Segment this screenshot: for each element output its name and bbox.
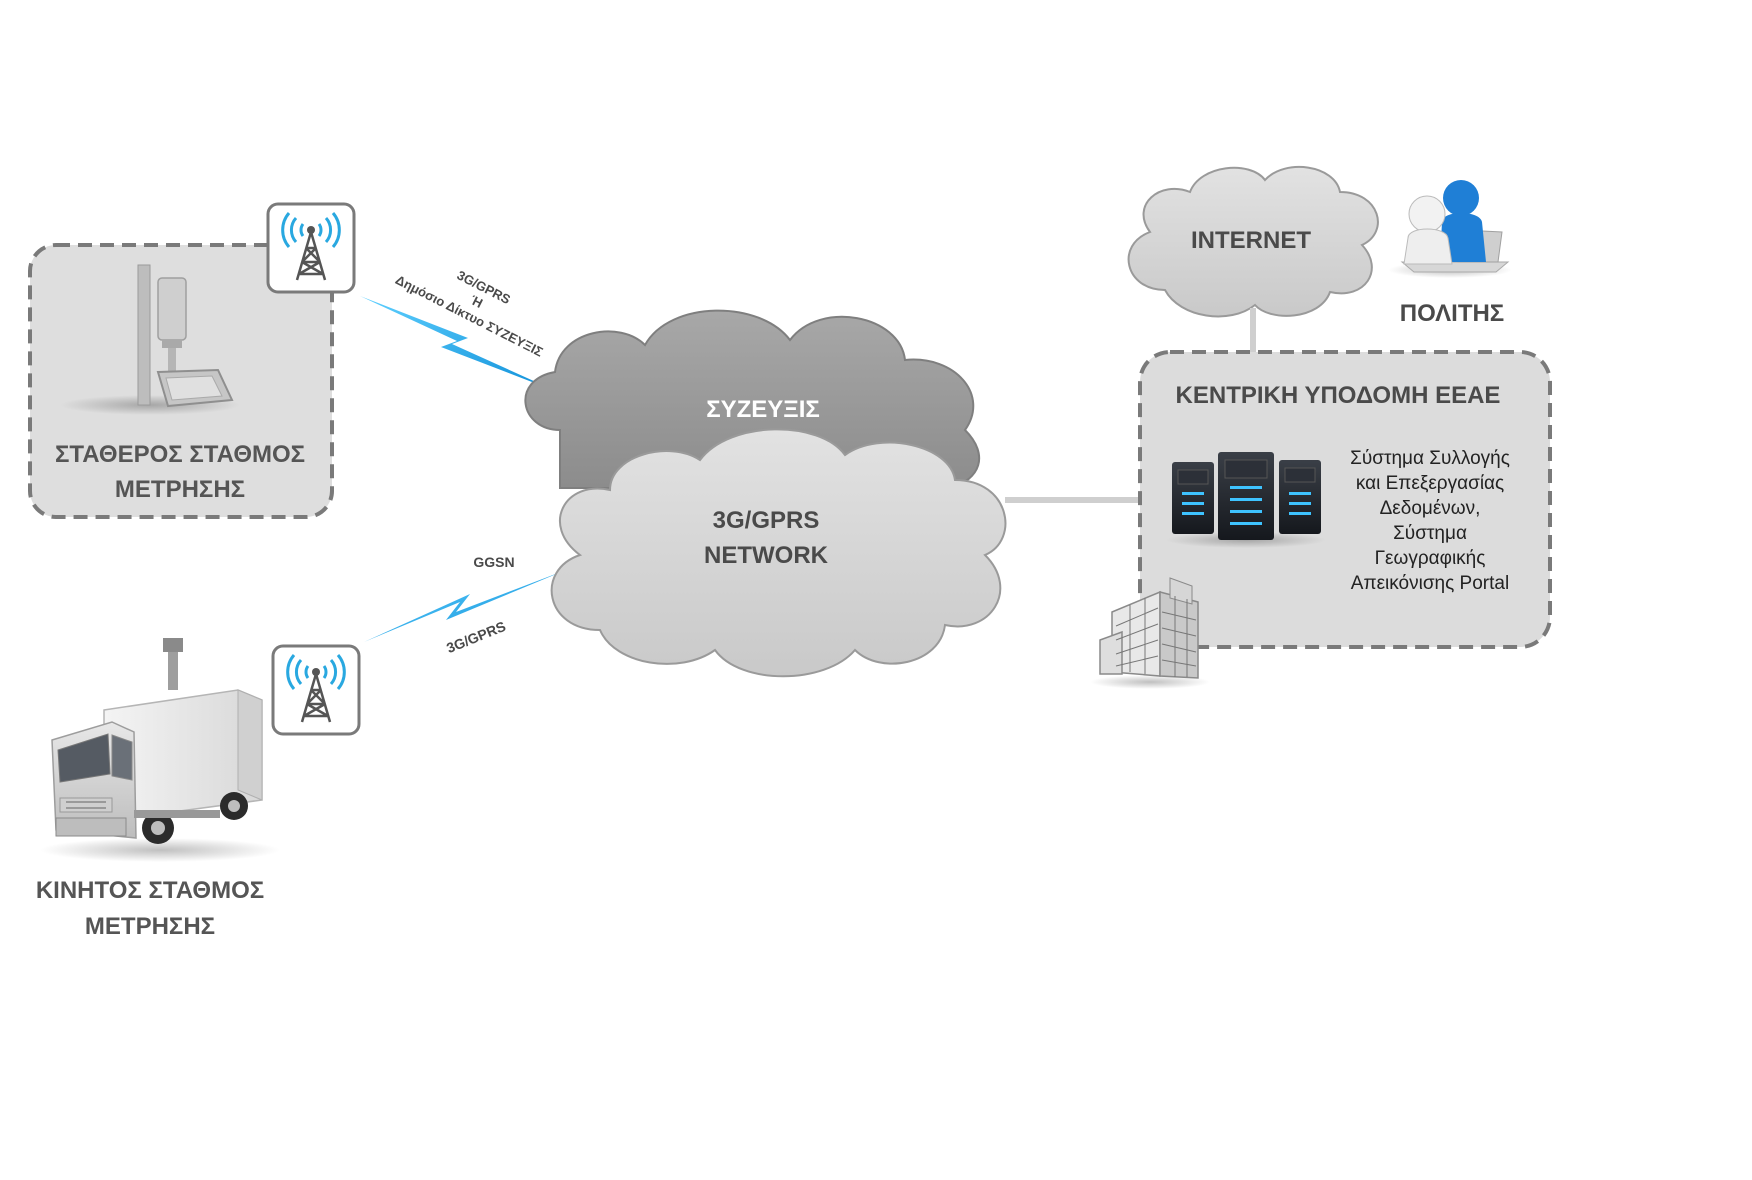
mobile-station-label-line2: ΜΕΤΡΗΣΗΣ — [85, 913, 215, 940]
network-diagram: ΣΤΑΘΕΡΟΣ ΣΤΑΘΜΟΣ ΜΕΤΡΗΣΗΣ — [28, 166, 1552, 940]
citizen-icon — [1388, 180, 1512, 278]
internet-cloud: INTERNET — [1127, 166, 1379, 318]
gprs-cloud-line2: NETWORK — [704, 542, 829, 569]
fixed-station-label-line1: ΣΤΑΘΕΡΟΣ ΣΤΑΘΜΟΣ — [55, 441, 305, 468]
upper-link-labels: 3G/GPRS Ή Δημόσιο Δίκτυο ΣΥΖΕΥΞΙΣ — [393, 267, 546, 359]
gprs-cloud-line1: 3G/GPRS — [713, 507, 820, 534]
gprs-network-cloud: 3G/GPRS NETWORK — [550, 428, 1007, 678]
cell-tower-icon-fixed — [266, 202, 356, 294]
cell-tower-icon-mobile — [271, 644, 361, 736]
upper-link-line1: 3G/GPRS — [455, 267, 514, 307]
central-title: ΚΕΝΤΡΙΚΗ ΥΠΟΔΟΜΗ ΕΕΑΕ — [1176, 382, 1501, 409]
lower-link-label-bottom: 3G/GPRS — [444, 618, 508, 656]
mobile-station-truck-icon — [40, 638, 280, 862]
central-desc-line4: Σύστημα — [1393, 523, 1467, 544]
central-desc-line3: Δεδομένων, — [1380, 498, 1481, 519]
central-desc-line1: Σύστημα Συλλογής — [1350, 448, 1510, 469]
syzefxis-cloud: ΣΥΖΕΥΞΙΣ — [524, 309, 981, 489]
fixed-station-group: ΣΤΑΘΕΡΟΣ ΣΤΑΘΜΟΣ ΜΕΤΡΗΣΗΣ — [28, 243, 334, 519]
central-desc-line5: Γεωγραφικής — [1375, 548, 1486, 569]
fixed-station-antenna-icon — [60, 264, 240, 415]
fixed-station-label-line2: ΜΕΤΡΗΣΗΣ — [115, 476, 245, 503]
mobile-station-label-line1: ΚΙΝΗΤΟΣ ΣΤΑΘΜΟΣ — [36, 877, 264, 904]
central-desc-line6: Απεικόνισης Portal — [1351, 573, 1509, 594]
syzefxis-cloud-label: ΣΥΖΕΥΞΙΣ — [706, 396, 820, 423]
central-infrastructure-group: ΚΕΝΤΡΙΚΗ ΥΠΟΔΟΜΗ ΕΕΑΕ Σύστημα Συλλογής κ… — [1138, 350, 1552, 649]
server-rack-icon — [1166, 452, 1326, 548]
lower-wireless-link-bolt — [364, 570, 566, 642]
central-desc-line2: και Επεξεργασίας — [1356, 473, 1504, 494]
internet-cloud-label: INTERNET — [1191, 227, 1311, 254]
lower-link-label-top: GGSN — [473, 554, 514, 570]
citizen-label: ΠΟΛΙΤΗΣ — [1400, 300, 1504, 327]
central-infrastructure-box — [1138, 350, 1552, 649]
office-building-icon — [1090, 577, 1210, 689]
